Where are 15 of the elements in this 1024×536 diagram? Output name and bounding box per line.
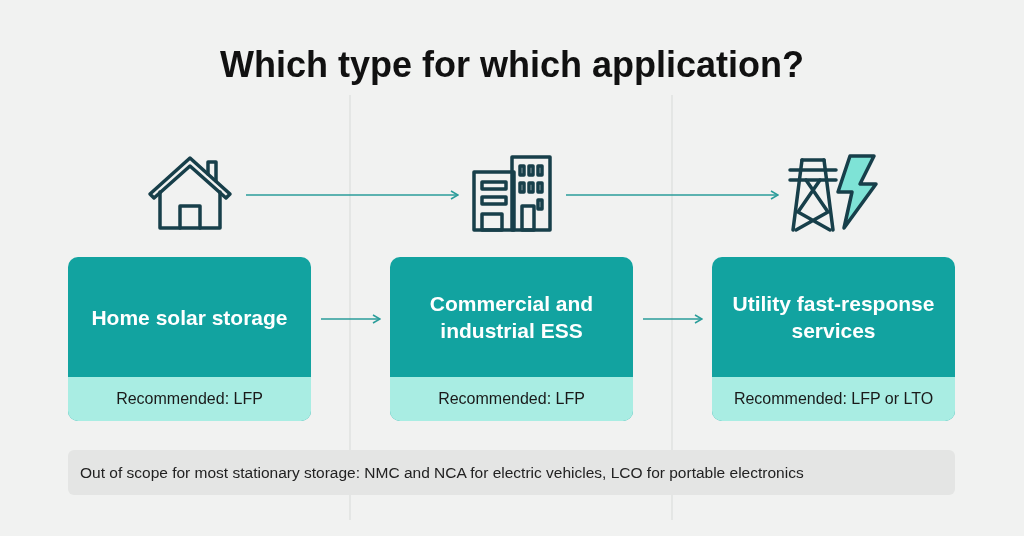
- recommendation-band: Recommended: LFP: [390, 377, 633, 421]
- application-card: [68, 257, 311, 421]
- card-title: Utility fast-response services: [731, 291, 936, 344]
- arrow: [565, 190, 779, 200]
- application-card: [712, 257, 955, 421]
- note-box: Out of scope for most stationary storage: NMC and NCA for electric vehicles, LCO for portable electronics: [68, 450, 955, 495]
- arrow: [642, 314, 703, 324]
- card-title: Home solar storage: [91, 304, 288, 331]
- recommendation-band: Recommended: LFP: [68, 377, 311, 421]
- arrow: [245, 190, 459, 200]
- application-card: [390, 257, 633, 421]
- title: Which type for which application?: [220, 43, 804, 87]
- arrow: [320, 314, 381, 324]
- card-title: Commercial and industrial ESS: [428, 291, 595, 344]
- recommendation-band: Recommended: LFP or LTO: [712, 377, 955, 421]
